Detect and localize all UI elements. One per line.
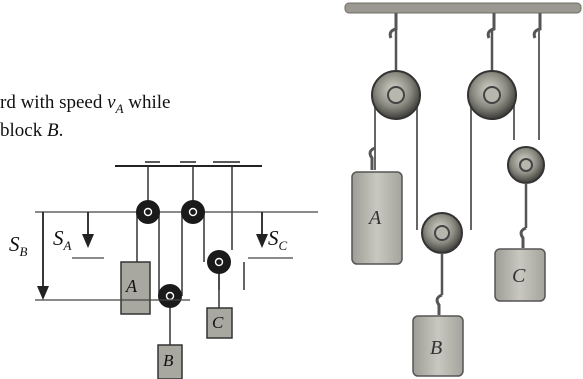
line2-suffix: . (58, 120, 64, 141)
problem-text-line-2: block B. (0, 120, 63, 142)
left-block-a-label: A (126, 276, 137, 296)
velocity-symbol: v (107, 92, 116, 113)
right-ceiling (344, 2, 582, 14)
left-block-c (206, 307, 233, 339)
block-b-symbol: B (46, 120, 59, 141)
right-block-c-label: C (512, 265, 526, 287)
hook-1 (388, 13, 398, 39)
sb-label: SB (9, 232, 28, 260)
left-block-a (120, 261, 151, 315)
velocity-subscript: A (115, 100, 124, 116)
hook-3 (532, 13, 542, 39)
sa-label: SA (53, 226, 72, 254)
hook-2 (486, 13, 496, 39)
right-block-a (351, 171, 403, 265)
left-pulley-3 (207, 250, 231, 274)
left-pulley-2 (181, 200, 205, 224)
left-pulley-1 (136, 200, 160, 224)
left-block-c-label: C (212, 313, 224, 332)
left-pulley-4 (158, 284, 182, 308)
right-block-b (412, 315, 464, 377)
line1-suffix: while (123, 92, 171, 113)
problem-text-line-1: rd with speed vA while (0, 92, 170, 117)
left-block-b-label: B (163, 351, 174, 370)
right-block-a-label: A (369, 207, 382, 229)
right-block-b-label: B (430, 337, 443, 359)
left-block-b (157, 344, 183, 379)
line1-prefix: rd with speed (0, 92, 108, 113)
sc-label: SC (268, 226, 288, 254)
right-block-c (494, 248, 546, 302)
line2-prefix: block (0, 120, 47, 141)
